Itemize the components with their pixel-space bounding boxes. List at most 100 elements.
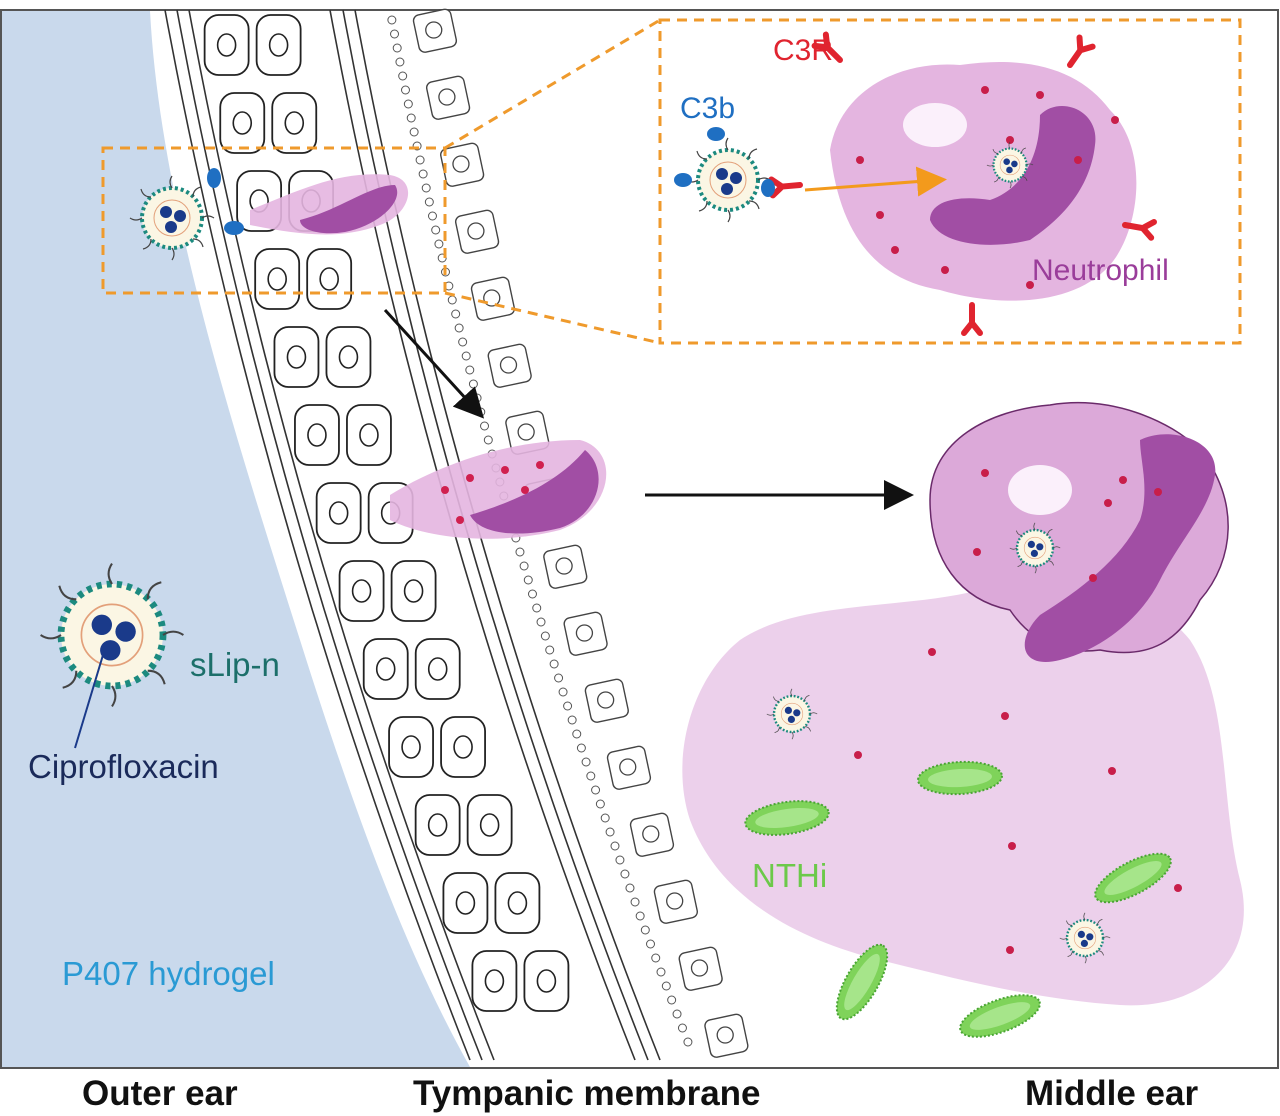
cell-nucleus (401, 735, 421, 759)
cell-nucleus (455, 891, 476, 915)
neutrophil-zoomed (771, 35, 1154, 333)
fiber-dot (406, 113, 416, 123)
migrating-neutrophil-lower (390, 440, 607, 539)
migrating-neutrophil-upper (250, 174, 409, 235)
mucosal-cell (412, 8, 458, 53)
fiber-dot (519, 561, 529, 571)
epithelial-cell (325, 326, 372, 388)
mucosal-cell (606, 745, 652, 790)
fiber-dot (527, 589, 537, 599)
cell-nucleus (338, 345, 359, 369)
epithelial-cell (219, 92, 266, 154)
mucosal-cell (629, 812, 675, 857)
cell-nucleus (499, 356, 518, 374)
binding-arrow (804, 166, 947, 197)
fiber-dot (581, 757, 591, 767)
cell-nucleus (284, 111, 305, 135)
fiber-dot (418, 169, 428, 179)
cell-nucleus (438, 88, 456, 106)
fiber-dot (403, 99, 413, 109)
label-slip-n: sLip-n (190, 646, 280, 683)
epithelial-cell (306, 248, 353, 310)
cell-nucleus (716, 1026, 734, 1044)
membrane-layer-line (164, 9, 471, 1061)
hydrogel-region (2, 11, 470, 1067)
cell-nucleus (307, 423, 327, 447)
label-ciprofloxacin: Ciprofloxacin (28, 748, 219, 785)
fiber-dot (398, 71, 408, 81)
fiber-dot (640, 925, 650, 935)
fiber-dot (567, 715, 577, 725)
epithelial-cell (414, 638, 461, 700)
fiber-dot (677, 1023, 687, 1033)
label-hydrogel: P407 hydrogel (62, 955, 275, 992)
cell-nucleus (452, 155, 470, 173)
fiber-dot (620, 869, 630, 879)
fiber-dot (615, 855, 625, 865)
fiber-dot (400, 85, 410, 95)
granules (854, 648, 1182, 954)
fiber-dot (454, 323, 464, 333)
epithelial-cell (390, 560, 437, 622)
fiber-dot (390, 29, 400, 39)
cell-nucleus (351, 579, 372, 603)
fiber-dot (661, 981, 671, 991)
fiber-dot (630, 897, 640, 907)
cell-nucleus (642, 825, 660, 843)
epithelial-cell (271, 92, 318, 154)
neutrophil-middle-ear (929, 402, 1229, 662)
cell-nucleus (507, 891, 528, 915)
fiber-dot (572, 729, 582, 739)
cell-nucleus (517, 423, 535, 441)
fiber-dot (461, 351, 471, 361)
fiber-dot (472, 393, 482, 403)
fiber-dot (395, 57, 405, 67)
cell-nucleus (427, 813, 448, 837)
fiber-dot (465, 365, 475, 375)
cell-nucleus (575, 624, 594, 642)
epithelial-cell (273, 326, 320, 388)
migration-arrow (383, 308, 485, 419)
liposome-with-c3b (128, 168, 244, 262)
epithelial-cell (442, 872, 489, 934)
epithelial-cell (254, 248, 301, 310)
liposome-opsonized (674, 127, 775, 224)
fiber-dot (483, 435, 493, 445)
fiber-dot (549, 659, 559, 669)
epithelial-cell (203, 14, 250, 76)
region-tympanic-membrane: Tympanic membrane (413, 1074, 761, 1113)
cell-nucleus (479, 813, 500, 837)
fiber-dot (447, 295, 457, 305)
cell-nucleus (403, 579, 424, 603)
epithelial-cell (440, 716, 486, 778)
fiber-dot (480, 421, 490, 431)
cell-nucleus (596, 691, 615, 709)
small-highlight-box (101, 146, 447, 295)
fiber-dot (667, 995, 677, 1005)
epithelial-cell (362, 638, 409, 700)
fiber-dot (427, 211, 437, 221)
label-nthi: NTHi (752, 857, 827, 894)
cell-nucleus (619, 758, 637, 776)
mucosal-cell (487, 343, 532, 388)
fiber-dot (576, 743, 586, 753)
cell-nucleus (319, 267, 339, 291)
mucosal-cell (678, 946, 723, 991)
fiber-dot (468, 379, 478, 389)
fiber-dot (625, 883, 635, 893)
fiber-dot (523, 575, 533, 585)
cell-nucleus (467, 222, 485, 240)
epithelial-cell (471, 950, 518, 1012)
mucosal-cell (584, 678, 629, 723)
membrane-layer-line (188, 9, 495, 1061)
label-c3r: C3R (773, 34, 833, 67)
fiber-dot (683, 1037, 693, 1047)
zoom-connector-bottom (444, 291, 661, 345)
cell-nucleus (267, 267, 287, 291)
region-outer-ear: Outer ear (82, 1074, 238, 1113)
fiber-dot (545, 645, 555, 655)
zoom-connector-top (444, 18, 661, 150)
fiber-dot (558, 687, 568, 697)
fiber-dot (451, 309, 461, 319)
epithelial-cell (414, 794, 461, 856)
